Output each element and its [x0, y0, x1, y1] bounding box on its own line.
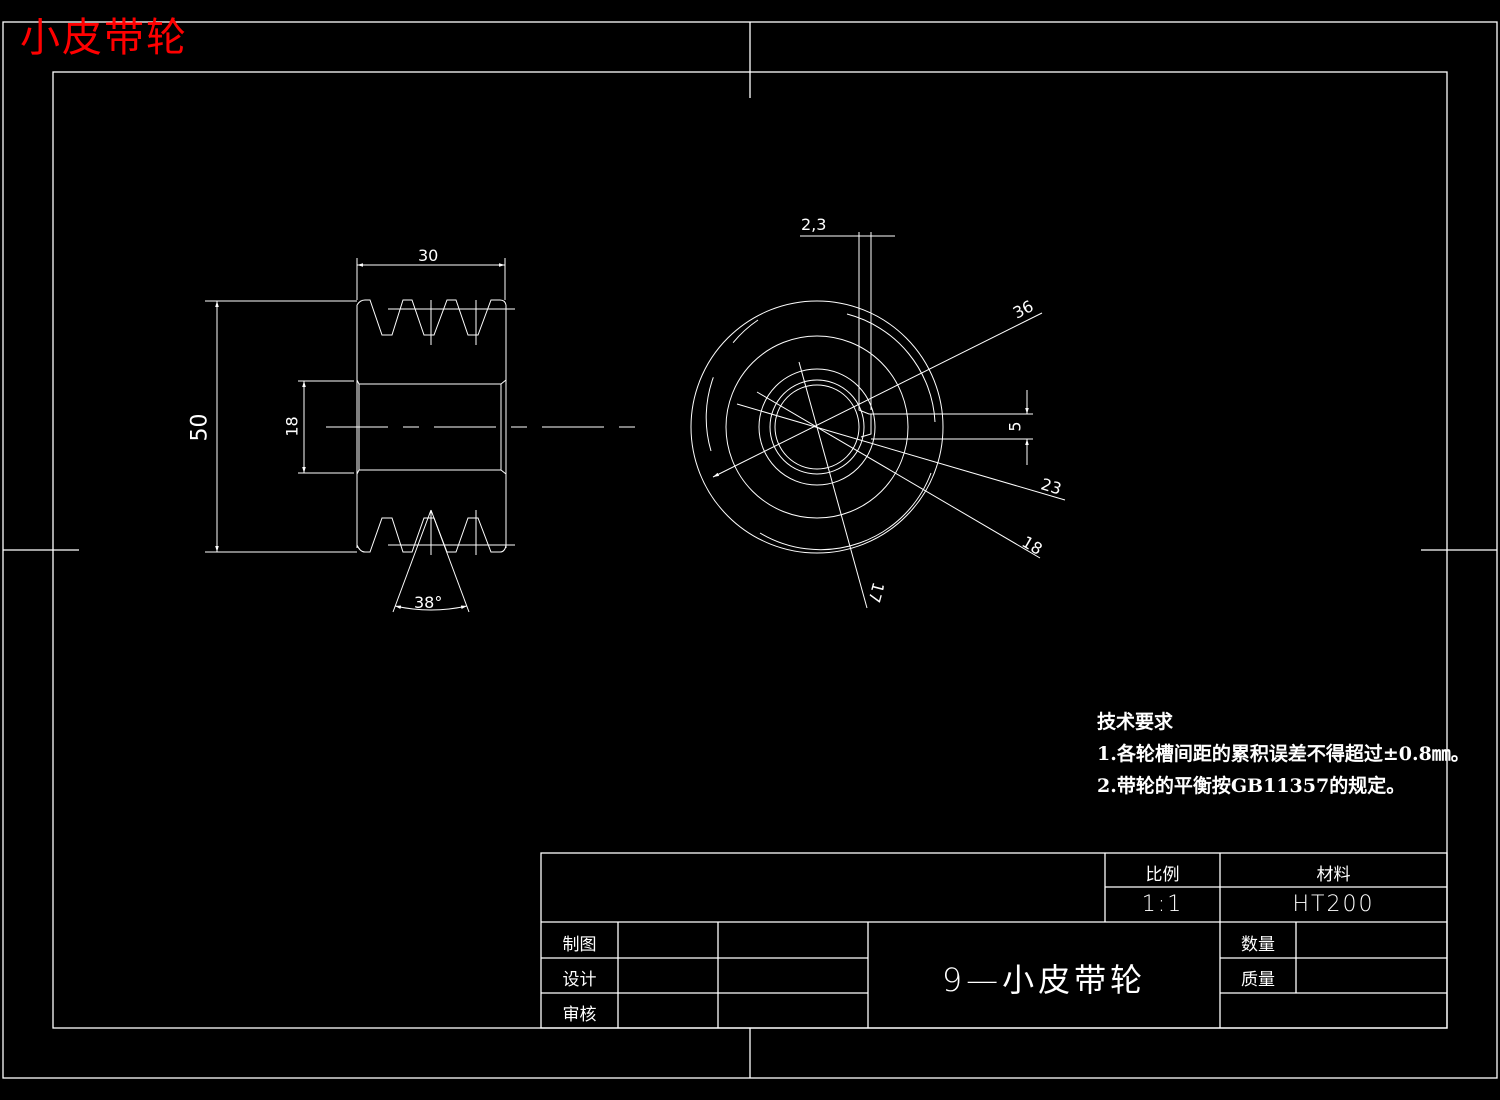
- dim-keyway-depth-label: 2,3: [801, 215, 827, 234]
- quantity-label: 数量: [1241, 935, 1275, 955]
- side-view: [690, 232, 1066, 609]
- dim-width-label: 30: [418, 246, 439, 265]
- outer-frame: [2, 21, 1498, 1079]
- material-value: HT200: [1292, 892, 1375, 917]
- page-title: 小皮带轮: [20, 15, 188, 61]
- dim-outer-diameter-label: 50: [187, 413, 213, 442]
- mass-label: 质量: [1241, 970, 1275, 990]
- tech-item: 1.各轮槽间距的累积误差不得超过±0.8㎜。: [1097, 743, 1470, 765]
- checked-by-label: 审核: [562, 1005, 597, 1025]
- title-block: [540, 852, 1448, 1029]
- drawn-by-label: 制图: [562, 935, 597, 955]
- dim-keyway-width-label: 5: [1005, 421, 1025, 432]
- scale-value: 1:1: [1141, 892, 1184, 917]
- designed-by-label: 设计: [562, 970, 597, 990]
- material-label: 材料: [1316, 865, 1351, 885]
- tech-heading: 技术要求: [1097, 711, 1174, 733]
- drawing-name: 9—小皮带轮: [941, 961, 1147, 999]
- tech-item: 2.带轮的平衡按GB11357的规定。: [1097, 775, 1406, 797]
- dim-bore-label: 18: [282, 416, 302, 437]
- dim-angle-label: 38°: [414, 593, 443, 612]
- technical-requirements: 技术要求 1.各轮槽间距的累积误差不得超过±0.8㎜。 2.带轮的平衡按GB11…: [1097, 706, 1470, 802]
- front-view: [205, 258, 642, 613]
- scale-label: 比例: [1145, 865, 1180, 885]
